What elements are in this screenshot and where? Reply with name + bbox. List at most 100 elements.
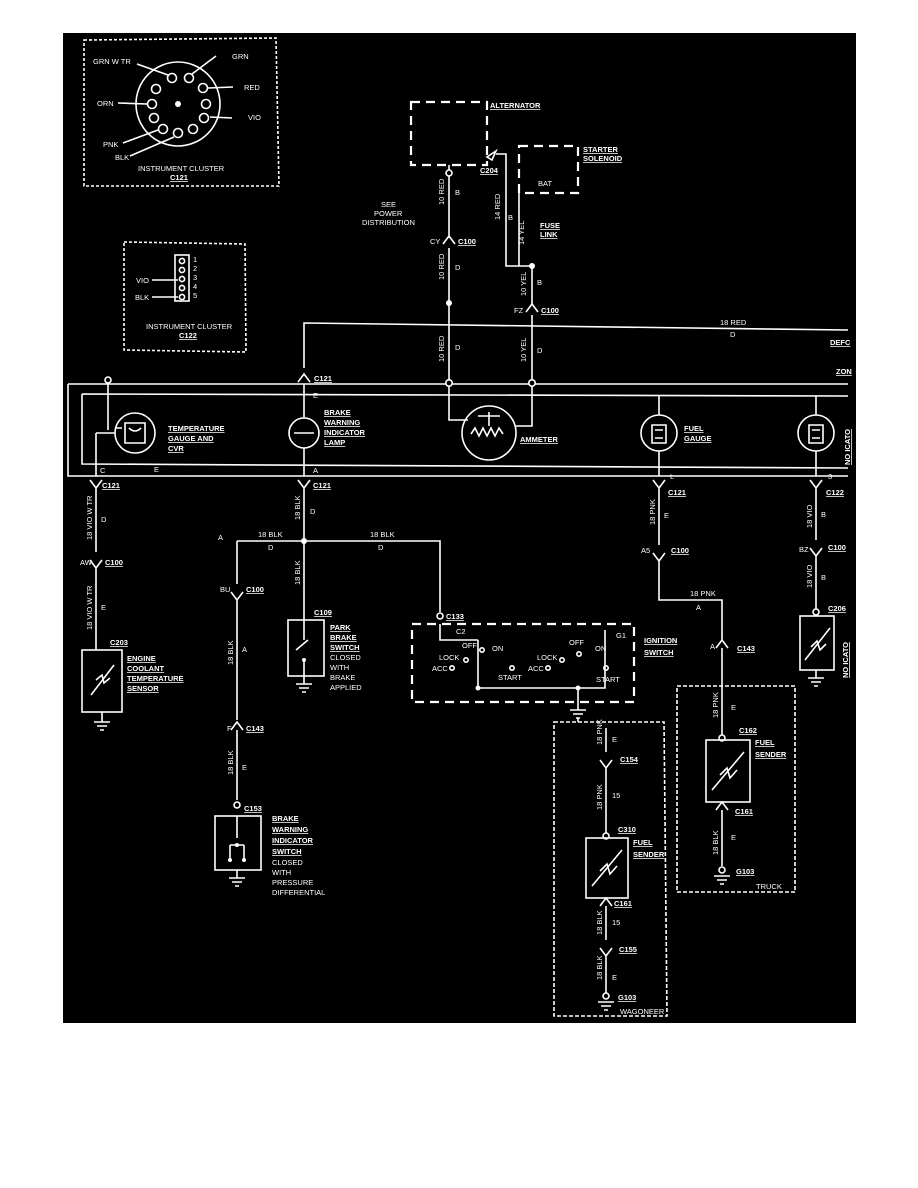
pin-e-truck: E: [731, 703, 736, 712]
c121-id: C121: [170, 173, 188, 182]
wire-18pnk-1: 18 PNK: [648, 499, 657, 525]
starter-label: STARTER: [583, 145, 618, 154]
connector-c121-brake: C121: [313, 481, 331, 490]
brake-lamp-lamp: LAMP: [324, 438, 345, 447]
right-edge-zon: ZON: [836, 367, 852, 376]
right-sender-label: NO ICATO: [841, 642, 850, 678]
park-brake-switch: C109 PARK BRAKE SWITCH CLOSED WITH BRAKE…: [287, 608, 362, 693]
wire-18pnk-truck: 18 PNK: [711, 692, 720, 718]
ign-start-2: START: [596, 675, 620, 684]
brake-lamp-brake: BRAKE: [324, 408, 351, 417]
c122-connector-view: 1 2 3 4 5 VIO BLK INSTRUMENT CLUSTER C12…: [123, 241, 247, 353]
connector-c100-cy: C100: [458, 237, 476, 246]
park-brake-brake-2: BRAKE: [330, 673, 355, 682]
cvr-label: CVR: [168, 444, 184, 453]
wire-14yel: 14 YEL: [517, 221, 526, 245]
c122-pin-3: 3: [193, 273, 197, 282]
pin-d-brake-2: D: [268, 543, 274, 552]
wire-18vio-1: 18 VIO: [805, 504, 814, 528]
brake-sw-pressure: PRESSURE: [272, 878, 313, 887]
ground-g103-truck: G103: [736, 867, 754, 876]
pin-e-temp: E: [154, 465, 159, 474]
pin-15-wag-2: 15: [612, 918, 620, 927]
c121-pin-grn-w-tr: GRN W TR: [93, 57, 131, 66]
park-brake-with: WITH: [330, 663, 349, 672]
wire-10red-lower: 10 RED: [437, 335, 446, 362]
brake-indicator-switch: BRAKE WARNING INDICATOR SWITCH CLOSED WI…: [214, 814, 325, 897]
link-label: LINK: [540, 230, 558, 239]
pin-f: F: [227, 724, 232, 733]
pin-a-blk: A: [242, 645, 247, 654]
brake-sw-differential: DIFFERENTIAL: [272, 888, 325, 897]
ground-g103-wag: G103: [618, 993, 636, 1002]
gauge-and-label: GAUGE AND: [168, 434, 214, 443]
pin-e-wag-2: E: [612, 973, 617, 982]
wire-10yel-lower: 10 YEL: [519, 338, 528, 362]
truck-label: TRUCK: [756, 882, 782, 891]
wire-18blk-3: 18 BLK: [370, 530, 395, 539]
ign-off-1: OFF: [462, 641, 477, 650]
connector-c133: C133: [446, 612, 464, 621]
power-label: POWER: [374, 209, 403, 218]
wire-18blk-wag-1: 18 BLK: [595, 910, 604, 935]
park-brake-brake: BRAKE: [330, 633, 357, 642]
pin-b-right-2: B: [821, 573, 826, 582]
connector-c162: C162: [739, 726, 757, 735]
coolant-engine: ENGINE: [127, 654, 156, 663]
pin-a-left: A: [218, 533, 223, 542]
connector-c155: C155: [619, 945, 637, 954]
pin-a5: A5: [641, 546, 650, 555]
wire-18red: 18 RED: [720, 318, 747, 327]
connector-c143-left: C143: [246, 724, 264, 733]
wagoneer-sender: SENDER: [633, 850, 665, 859]
coolant-coolant: COOLANT: [127, 664, 164, 673]
pin-cy: CY: [430, 237, 440, 246]
c121-pin-grn: GRN: [232, 52, 249, 61]
bat-label: BAT: [538, 179, 552, 188]
wire-vio-w-tr-lower: 18 VIO W TR: [85, 585, 94, 630]
diagram-background: [63, 33, 856, 1023]
wire-18blk-6: 18 BLK: [226, 750, 235, 775]
brake-sw-closed: CLOSED: [272, 858, 303, 867]
brake-sw-indicator: INDICATOR: [272, 836, 314, 845]
coolant-sensor: C203 ENGINE COOLANT TEMPERATURE SENSOR: [81, 638, 184, 731]
c121-pin-orn: ORN: [97, 99, 114, 108]
distribution-label: DISTRIBUTION: [362, 218, 415, 227]
park-brake-applied: APPLIED: [330, 683, 362, 692]
pin-b-2: B: [508, 213, 513, 222]
pin-e-wag: E: [612, 735, 617, 744]
wire-18blk-4: 18 BLK: [293, 560, 302, 585]
pin-b-3: B: [537, 278, 542, 287]
ignition-switch-label: SWITCH: [644, 648, 674, 657]
c121-pin-vio: VIO: [248, 113, 261, 122]
connector-c109: C109: [314, 608, 332, 617]
ignition-label: IGNITION: [644, 636, 677, 645]
brake-sw-switch: SWITCH: [272, 847, 302, 856]
pin-c-cluster: C: [100, 466, 106, 475]
brake-lamp-indicator: INDICATOR: [324, 428, 366, 437]
connector-c161-wag: C161: [614, 899, 632, 908]
pin-e-blk: E: [242, 763, 247, 772]
connector-c121-fuel: C121: [668, 488, 686, 497]
wire-18blk-2: 18 BLK: [258, 530, 283, 539]
truck-fuel: FUEL: [755, 738, 775, 747]
pin-l-cluster: L: [670, 472, 674, 481]
pin-a-c143: A: [710, 642, 715, 651]
connector-c100-bu: C100: [246, 585, 264, 594]
brake-lamp-warning: WARNING: [324, 418, 360, 427]
wire-18pnk-wag-2: 18 PNK: [595, 784, 604, 810]
pin-fz: FZ: [514, 306, 524, 315]
brake-sw-with: WITH: [272, 868, 291, 877]
ign-lock-2: LOCK: [537, 653, 557, 662]
brake-sw-warning: WARNING: [272, 825, 308, 834]
wire-10yel-mid: 10 YEL: [519, 272, 528, 296]
ammeter-label: AMMETER: [520, 435, 558, 444]
see-label: SEE: [381, 200, 396, 209]
c122-pin-2: 2: [193, 264, 197, 273]
wire-14red: 14 RED: [493, 193, 502, 220]
right-sender: NO ICATO: [799, 615, 850, 687]
c122-wire-vio: VIO: [136, 276, 149, 285]
connector-c203: C203: [110, 638, 128, 647]
pin-b-1: B: [455, 188, 460, 197]
connector-c100-a5: C100: [671, 546, 689, 555]
